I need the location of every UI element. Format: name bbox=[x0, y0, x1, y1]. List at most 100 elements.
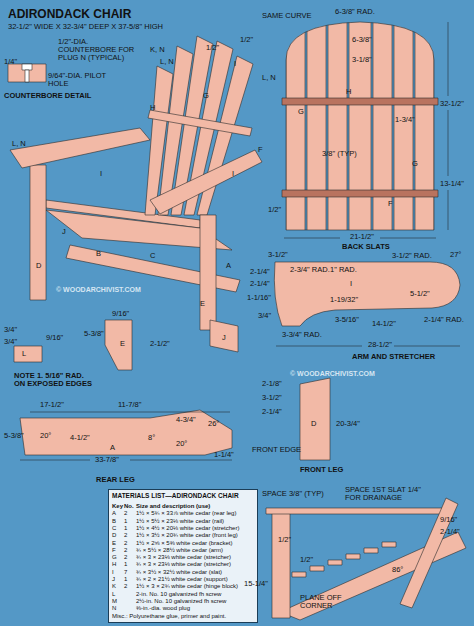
slat-outline bbox=[286, 22, 434, 230]
dimension-label: A bbox=[226, 262, 231, 270]
batten bbox=[282, 98, 438, 105]
dimension-label: 1/2" bbox=[300, 556, 313, 564]
dimension-label: L, N bbox=[12, 140, 26, 148]
counterbore-hole bbox=[22, 64, 32, 70]
arm bbox=[150, 150, 262, 214]
table-cell: L bbox=[112, 591, 115, 598]
dimension-label: 1-1/16" bbox=[247, 294, 271, 302]
table-cell: 2½-in. No. 10 galvanized fh screw bbox=[136, 598, 226, 605]
table-cell: 1½ × 5¾ × 33⅞ white cedar (rear leg) bbox=[136, 510, 236, 517]
section-heading: REAR LEG bbox=[96, 476, 135, 484]
table-cell: D bbox=[112, 532, 116, 539]
dimension-label: 1/2" bbox=[240, 36, 253, 44]
dimension-label: 4-3/4" bbox=[176, 416, 196, 424]
table-cell: Misc.: Polyurethane glue, primer and pai… bbox=[112, 613, 226, 620]
dimension-label: 86° bbox=[392, 566, 403, 574]
dimension-label: 1/4" bbox=[4, 58, 17, 66]
dimension-label: 33-7/8" bbox=[95, 456, 119, 464]
dimension-label: F bbox=[258, 146, 263, 154]
dimension-label: 2-1/4" RAD. bbox=[424, 316, 464, 324]
dimension-label: G bbox=[412, 160, 418, 168]
table-cell: 1 bbox=[124, 576, 127, 583]
dimension-label: A bbox=[110, 444, 115, 452]
dimension-label: 3-5/16" bbox=[335, 316, 359, 324]
dimension-label: J bbox=[222, 334, 226, 342]
table-cell: ¾ × 3½ × 32½ white cedar (slat) bbox=[136, 569, 222, 576]
table-cell: ¾ × 2 × 21½ white cedar (support) bbox=[136, 576, 228, 583]
section-heading: COUNTERBORE DETAIL bbox=[4, 92, 91, 100]
dimension-label: I bbox=[100, 170, 102, 178]
table-cell: 2 bbox=[124, 554, 127, 561]
dimension-label: 28-1/2" bbox=[368, 341, 392, 349]
section-heading: BACK SLATS bbox=[342, 243, 390, 251]
dimension-label: I bbox=[350, 280, 352, 288]
dimension-label: 1/2"-DIA. COUNTERBORE FOR PLUG N (TYPICA… bbox=[58, 38, 138, 62]
block bbox=[14, 346, 42, 362]
dimension-label: H bbox=[346, 88, 351, 96]
section-heading: NOTE 1. 5/16" RAD. ON EXPOSED EDGES bbox=[14, 372, 94, 388]
dimension-label: F bbox=[388, 200, 393, 208]
dimension-label: 3-3/4" RAD. bbox=[282, 331, 322, 339]
dimension-label: 2-1/4" bbox=[440, 528, 460, 536]
dimension-label: H bbox=[150, 104, 155, 112]
bracket bbox=[105, 320, 132, 370]
watermark: © WOODARCHIVIST.COM bbox=[56, 286, 141, 294]
table-cell: Key bbox=[112, 503, 123, 510]
dimension-label: G bbox=[298, 108, 304, 116]
table-cell: No. bbox=[124, 503, 134, 510]
table-cell: 2 bbox=[124, 583, 127, 590]
dimension-label: 17-1/2" bbox=[40, 401, 64, 409]
back-stretcher bbox=[148, 110, 252, 136]
dimension-line bbox=[380, 238, 436, 239]
dimension-label: 9/16" bbox=[46, 334, 63, 342]
table-cell: E bbox=[112, 540, 116, 547]
dimension-label: I bbox=[234, 60, 236, 68]
table-cell: ⅜-in.-dia. wood plug bbox=[136, 605, 190, 612]
dimension-label: 9/16" bbox=[440, 516, 457, 524]
seat-slat bbox=[346, 554, 360, 559]
front-leg-side bbox=[272, 512, 290, 618]
dimension-label: 5-1/2" bbox=[410, 290, 430, 298]
table-cell: K bbox=[112, 583, 116, 590]
dimension-label: 3/4" bbox=[4, 338, 17, 346]
table-cell: 2 bbox=[124, 510, 127, 517]
dimension-label: 26° bbox=[208, 420, 219, 428]
dimension-label: 6-3/8" bbox=[352, 36, 372, 44]
dimension-label: 3/4" bbox=[258, 312, 271, 320]
table-cell: 1½ × 3½ × 20¾ white cedar (front leg) bbox=[136, 532, 238, 539]
table-cell: 1½ × 5½ × 23⅛ white cedar (rail) bbox=[136, 518, 224, 525]
dimension-label: 8° bbox=[148, 434, 155, 442]
seat-slat bbox=[292, 572, 306, 577]
dimension-label: 4-1/2" bbox=[70, 434, 90, 442]
dimension-label: 20° bbox=[176, 440, 187, 448]
dimension-label: 1-1/4" bbox=[214, 451, 234, 459]
dimension-label: 1/2" bbox=[278, 536, 291, 544]
dimension-label: B bbox=[96, 250, 101, 258]
dimension-label: 14-1/2" bbox=[372, 320, 396, 328]
dimension-label: 15-1/4" bbox=[244, 580, 268, 588]
dimension-label: D bbox=[36, 262, 41, 270]
watermark: © WOODARCHIVIST.COM bbox=[290, 370, 375, 378]
dimension-label: 1-3/4" bbox=[395, 116, 415, 124]
table-cell: 1½ × 2⅝ × 5⅜ white cedar (bracket) bbox=[136, 540, 232, 547]
dimension-label: 2-1/4" bbox=[262, 408, 282, 416]
dimension-label: 6-3/8" RAD. bbox=[335, 8, 375, 16]
dimension-label: L bbox=[22, 350, 26, 358]
dimension-label: 32-1/2" bbox=[440, 100, 464, 108]
table-cell: 1 bbox=[124, 518, 127, 525]
table-cell: A bbox=[112, 510, 116, 517]
dimension-label: E bbox=[120, 340, 125, 348]
table-cell: C bbox=[112, 525, 116, 532]
dimension-label: SAME CURVE bbox=[262, 12, 311, 20]
dimension-label: C bbox=[150, 252, 155, 260]
table-cell: 1 bbox=[124, 525, 127, 532]
table-cell: 2 bbox=[124, 532, 127, 539]
dimension-label: 9/16" bbox=[112, 310, 129, 318]
pilot-hole bbox=[25, 70, 29, 82]
dimension-label: 13-1/4" bbox=[440, 180, 464, 188]
dimension-line bbox=[394, 346, 460, 347]
seat-slat bbox=[382, 542, 396, 547]
table-heading: MATERIALS LIST—ADIRONDACK CHAIR bbox=[109, 490, 257, 502]
arm bbox=[10, 128, 150, 168]
dimension-label: 2-1/4" bbox=[250, 268, 270, 276]
